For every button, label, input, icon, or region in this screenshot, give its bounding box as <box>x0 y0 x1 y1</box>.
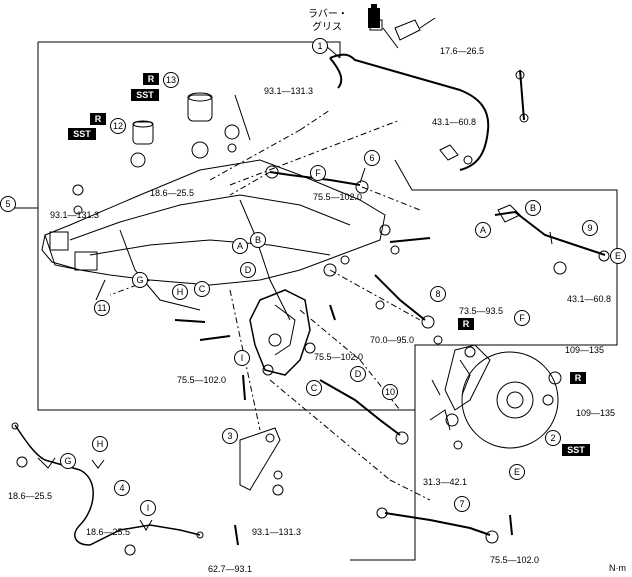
brake-disc <box>461 351 559 449</box>
grease-can-text: GREASE <box>358 12 362 25</box>
torque-93-1-left: 93.1—131.3 <box>50 210 100 220</box>
part-callout-6: 6 <box>364 150 380 166</box>
torque-93-1-top: 93.1—131.3 <box>264 86 314 96</box>
torque-75-5-upper: 75.5—102.0 <box>313 192 363 202</box>
torque-109-bottom: 109—135 <box>576 408 616 418</box>
torque-70-0: 70.0—95.0 <box>370 335 415 345</box>
letter-callout-c1: C <box>194 281 210 297</box>
torque-109-top: 109—135 <box>565 345 605 355</box>
letter-callout-f2: F <box>514 310 530 326</box>
knuckle-group-outline <box>350 345 416 561</box>
part-callout-13: 13 <box>163 72 179 88</box>
torque-43-1-arm9: 43.1—60.8 <box>567 294 612 304</box>
part-callout-1: 1 <box>312 38 328 54</box>
bracket-3 <box>239 427 281 491</box>
torque-93-1-bracket: 93.1—131.3 <box>252 527 302 537</box>
rear-knuckle <box>249 289 311 376</box>
letter-callout-g2: G <box>60 453 76 469</box>
grease-label-line-2: グリス <box>312 22 342 33</box>
letter-callout-b2: B <box>525 200 541 216</box>
main-frame-outline-left <box>37 42 618 411</box>
torque-17-6: 17.6—26.5 <box>440 46 485 56</box>
tag-r-13: R <box>143 73 159 85</box>
main-frame-outline <box>38 41 341 58</box>
torque-18-6-cable-left: 18.6—25.5 <box>8 491 53 501</box>
torque-75-5-knuckle: 75.5—102.0 <box>314 352 364 362</box>
stabilizer-bar <box>329 53 490 171</box>
part-callout-5: 5 <box>0 196 16 212</box>
part-callout-7: 7 <box>454 496 470 512</box>
parking-brake-cable-4 <box>14 424 201 546</box>
part-callout-4: 4 <box>114 480 130 496</box>
letter-callout-d1: D <box>240 262 256 278</box>
tag-r-knuckle: R <box>458 318 474 330</box>
letter-callout-g1: G <box>132 272 148 288</box>
torque-62-7: 62.7—93.1 <box>208 564 253 574</box>
crossmember <box>44 159 386 286</box>
tag-sst-2: SST <box>562 444 590 456</box>
letter-callout-d2: D <box>350 366 366 382</box>
arm-9 <box>494 210 606 256</box>
torque-75-5-bolt: 75.5—102.0 <box>177 375 227 385</box>
part-callout-9: 9 <box>582 220 598 236</box>
grease-can-icon <box>368 4 380 28</box>
arm-8 <box>374 274 426 321</box>
letter-callout-c2: C <box>306 380 322 396</box>
tag-r-hub: R <box>570 372 586 384</box>
tag-sst-12: SST <box>68 128 96 140</box>
part-callout-12: 12 <box>110 118 126 134</box>
letter-callout-h1: H <box>172 284 188 300</box>
bushing-12 <box>132 121 154 145</box>
unit-label: N·m <box>609 563 626 573</box>
torque-75-5-arm7: 75.5—102.0 <box>490 555 540 565</box>
arm-7 <box>384 512 491 536</box>
letter-callout-f1: F <box>310 165 326 181</box>
letter-callout-b1: B <box>250 232 266 248</box>
torque-73-5: 73.5—93.5 <box>459 306 504 316</box>
part-callout-10: 10 <box>382 384 398 400</box>
letter-callout-a1: A <box>232 238 248 254</box>
part-callout-2: 2 <box>545 430 561 446</box>
part-callout-11: 11 <box>94 300 110 316</box>
torque-43-1-top: 43.1—60.8 <box>432 117 477 127</box>
bushing-13 <box>187 94 213 122</box>
grease-label-line-1: ラバー・ <box>308 9 348 20</box>
torque-18-6-frame: 18.6—25.5 <box>150 188 195 198</box>
part-callout-3: 3 <box>222 428 238 444</box>
tag-r-12: R <box>90 113 106 125</box>
letter-callout-i2: I <box>140 500 156 516</box>
letter-callout-a2: A <box>475 222 491 238</box>
letter-callout-h2: H <box>92 436 108 452</box>
letter-callout-e2: E <box>610 248 626 264</box>
torque-31-3: 31.3—42.1 <box>423 477 468 487</box>
torque-18-6-cable-bottom: 18.6—25.5 <box>86 527 131 537</box>
part-callout-8: 8 <box>430 286 446 302</box>
letter-callout-i1: I <box>234 350 250 366</box>
arm-10 <box>319 379 401 436</box>
tag-sst-13: SST <box>131 89 159 101</box>
upper-arm-6 <box>269 171 361 186</box>
letter-callout-e3: E <box>509 464 525 480</box>
